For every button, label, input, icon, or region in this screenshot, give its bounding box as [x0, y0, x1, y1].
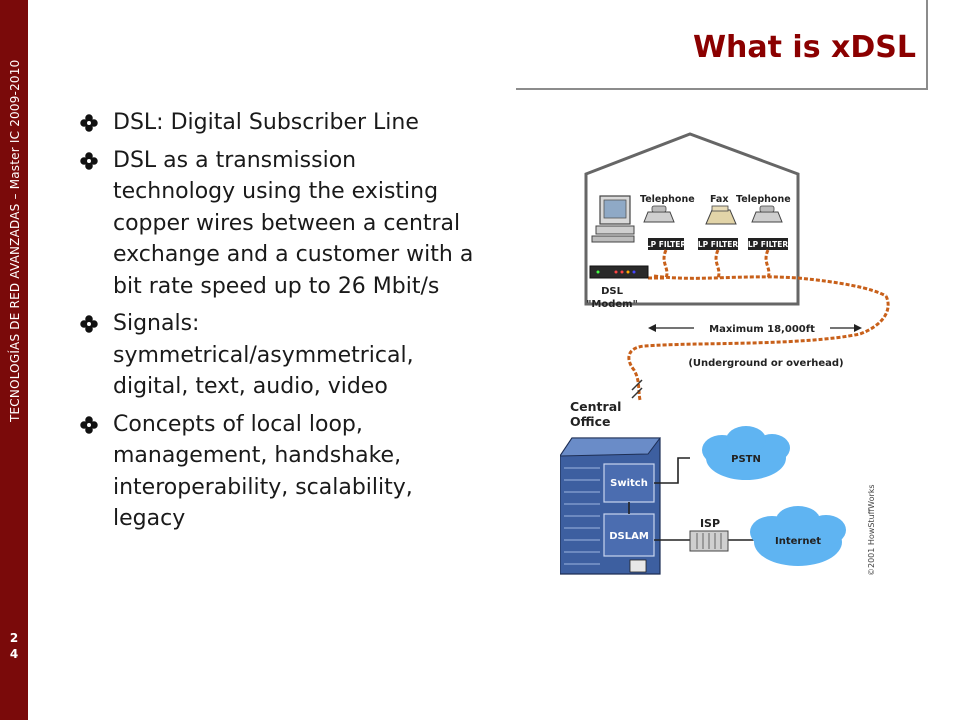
house-wiring	[648, 249, 887, 298]
xdsl-diagram: Telephone Fax Telephone LP FILTER LP FIL…	[560, 132, 890, 576]
dsl-modem-box	[589, 265, 649, 279]
fax-label: Fax	[710, 194, 728, 205]
flower-bullet-icon	[80, 315, 98, 333]
lp-filter-box-2	[698, 238, 738, 250]
switch-label: Switch	[610, 478, 648, 489]
slide-title: What is xDSL	[692, 30, 916, 65]
lp-filter-box-1	[648, 238, 684, 250]
bullet-text: Concepts of local loop, management, hand…	[113, 411, 413, 532]
modem-label: "Modem"	[586, 299, 638, 310]
flower-bullet-icon	[80, 151, 98, 170]
bullet-item: DSL as a transmission technology using t…	[80, 145, 480, 303]
modem-leds	[596, 270, 636, 274]
bullet-text: Signals: symmetrical/asymmetrical, digit…	[113, 311, 414, 399]
bullet-item: Concepts of local loop, management, hand…	[80, 409, 480, 535]
copyright-text: ©2001 HowStuffWorks	[867, 484, 876, 576]
lp-filter-box-3	[748, 238, 788, 250]
subscriber-line	[627, 295, 890, 401]
central-label: Central	[570, 399, 621, 414]
internet-cloud-icon	[750, 506, 846, 566]
bullet-list: DSL: Digital Subscriber Line DSL as a tr…	[80, 107, 480, 541]
underground-label: (Underground or overhead)	[688, 358, 843, 369]
flower-bullet-icon	[80, 114, 98, 132]
lp-filter-label-3: LP FILTER	[748, 240, 789, 249]
computer-icon	[591, 195, 635, 243]
bullet-item: Signals: symmetrical/asymmetrical, digit…	[80, 308, 480, 403]
dsl-label: DSL	[601, 286, 624, 297]
break-mark	[631, 379, 643, 391]
telephone-icon	[643, 205, 675, 223]
internet-label: Internet	[775, 536, 821, 547]
telephone-icon	[751, 205, 783, 223]
bullet-text: DSL as a transmission technology using t…	[113, 147, 474, 299]
office-label: Office	[570, 414, 610, 429]
isp-server-icon	[689, 530, 729, 552]
dslam-label: DSLAM	[609, 531, 649, 542]
arrow-right-icon	[854, 324, 862, 332]
page-number: 2 4	[0, 630, 28, 662]
page-number-digit-1: 2	[9, 631, 19, 645]
maximum-distance-label: Maximum 18,000ft	[709, 324, 815, 335]
bullet-text: DSL: Digital Subscriber Line	[113, 110, 419, 135]
bullet-item: DSL: Digital Subscriber Line	[80, 107, 480, 139]
break-mark	[631, 387, 643, 399]
telephone-label-1: Telephone	[640, 194, 695, 205]
distance-label-bg	[694, 322, 830, 334]
house-outline	[584, 132, 800, 306]
lp-filter-label-2: LP FILTER	[698, 240, 739, 249]
telephone-label-2: Telephone	[736, 194, 791, 205]
sidebar-vertical-text: TECNOLOGÍAS DE RED AVANZADAS – Master IC…	[8, 59, 22, 422]
central-office-building	[560, 437, 661, 575]
pstn-label: PSTN	[731, 454, 761, 465]
title-frame: What is xDSL	[516, 0, 928, 90]
fax-icon	[705, 205, 737, 225]
sidebar: TECNOLOGÍAS DE RED AVANZADAS – Master IC…	[0, 0, 28, 720]
isp-label: ISP	[700, 517, 720, 530]
flower-bullet-icon	[80, 415, 98, 434]
arrow-left-icon	[648, 324, 656, 332]
pstn-cloud-icon	[702, 426, 790, 480]
page-number-digit-2: 4	[9, 647, 19, 661]
lp-filter-label-1: LP FILTER	[646, 240, 687, 249]
